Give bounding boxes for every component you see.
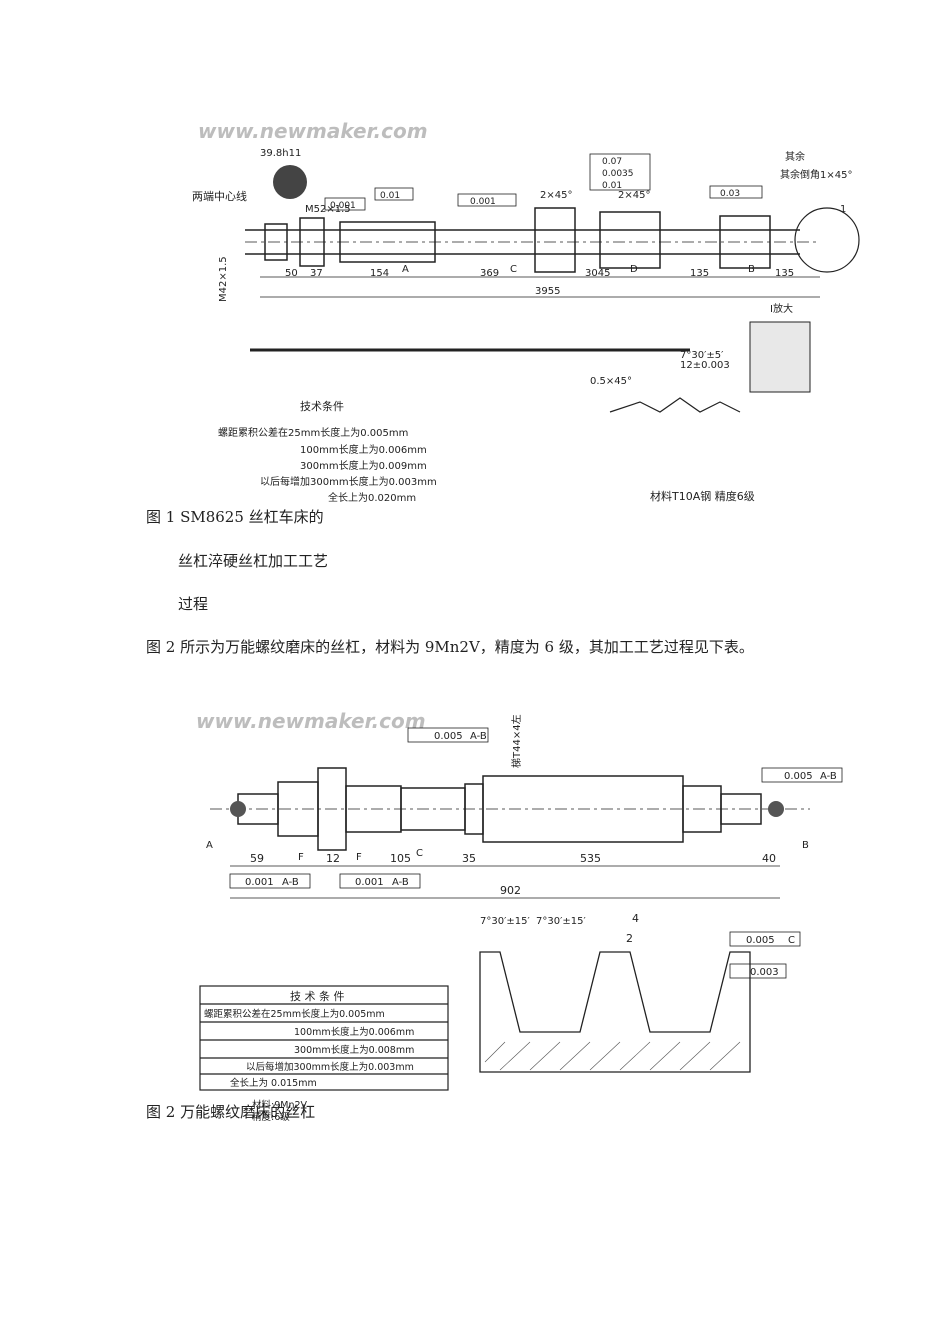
caption-2: 图 2 万能螺纹磨床的丝杠 — [146, 1103, 316, 1121]
notes-title: 技术条件 — [300, 399, 344, 413]
dim-2-535: 535 — [580, 852, 601, 865]
tol-5: 0.0035 — [602, 169, 634, 179]
caption-1-line-3: 过程 — [178, 595, 209, 613]
watermark-2: www.newmaker.com — [196, 709, 426, 733]
section-circle — [273, 165, 307, 199]
label-center-line: 两端中心线 — [192, 189, 247, 203]
intro-paragraph: 图 2 所示为万能螺纹磨床的丝杠，材料为 9Mn2V，精度为 6 级，其加工工艺… — [146, 638, 754, 656]
tol-box-2-ref: A-B — [820, 771, 837, 782]
notes2-row-2: 100mm长度上为0.006mm — [294, 1026, 414, 1038]
datum-2-c: C — [416, 848, 423, 859]
notes2-row-5: 全长上为 0.015mm — [230, 1077, 317, 1089]
detail-pitch: 4 — [632, 912, 639, 925]
notes-line-2: 100mm长度上为0.006mm — [300, 443, 427, 456]
figure-1-svg: www.newmaker.com 两端中心线 39.8h11 M52×1.5 M… — [192, 119, 860, 504]
datum-2-b: B — [802, 840, 809, 851]
shaft-2-outline — [210, 767, 810, 851]
dim-3955: 3955 — [535, 286, 560, 297]
notes-table — [199, 985, 449, 1091]
detail-circle — [794, 207, 860, 273]
figure-2-svg: www.newmaker.com 梯T44×4左 0.005 A-B 0.005 — [196, 709, 843, 1122]
datum-d: D — [630, 264, 638, 275]
detail-datum-c: C — [788, 935, 795, 946]
datum-2-a: A — [206, 840, 213, 851]
dim-2-40: 40 — [762, 852, 776, 865]
dim-50: 50 — [285, 268, 298, 279]
datum-c: C — [510, 264, 517, 275]
notes-line-3: 300mm长度上为0.009mm — [300, 459, 427, 472]
datum-2-f1: F — [298, 852, 304, 863]
label-m42: M42×1.5 — [218, 256, 229, 302]
datum-2-f2: F — [356, 852, 362, 863]
detail-title: I放大 — [770, 302, 793, 315]
label-m52: M52×1.5 — [305, 204, 351, 215]
material-label: 材料T10A钢 精度6级 — [650, 489, 755, 503]
label-remainder: 其余 — [785, 150, 805, 163]
datum-a: A — [402, 264, 409, 275]
label-chamfer-c: 0.5×45° — [590, 376, 632, 387]
dim-3045: 3045 — [585, 268, 610, 279]
dim-2-12: 12 — [326, 852, 340, 865]
watermark: www.newmaker.com — [198, 119, 428, 143]
tol-1: 0.001 — [330, 201, 356, 211]
dim-154: 154 — [370, 268, 389, 279]
material-2-line-1: 材料:9Mn2V — [252, 1099, 308, 1111]
label-39: 39.8h11 — [260, 148, 301, 159]
dim-369: 369 — [480, 268, 499, 279]
tol-box-1: 0.005 — [434, 731, 463, 742]
caption-1-line-2: 丝杠淬硬丝杠加工工艺 — [178, 552, 329, 570]
figure-1-drawing: www.newmaker.com 两端中心线 39.8h11 M52×1.5 M… — [190, 112, 860, 510]
tol-box-4-ref: A-B — [392, 877, 409, 888]
detail-width: 2 — [626, 932, 633, 945]
thread-label: 梯T44×4左 — [510, 714, 523, 768]
thread-detail — [479, 951, 751, 1073]
dim-135b: 135 — [775, 268, 794, 279]
label-chamfer-b: 2×45° — [618, 190, 650, 201]
tol-box-1-ref: A-B — [470, 731, 487, 742]
notes2-row-4: 以后每增加300mm长度上为0.003mm — [246, 1061, 414, 1073]
detail-angle-left: 7°30′±15′ — [480, 916, 530, 927]
datum-b: B — [748, 264, 755, 275]
tol-box-4: 0.001 — [355, 877, 384, 888]
detail-num: 1 — [840, 204, 846, 215]
detail-angle-right: 7°30′±15′ — [536, 916, 586, 927]
caption-1-line-1: 图 1 SM8625 丝杠车床的 — [146, 508, 324, 526]
detail-flat: 0.003 — [750, 967, 779, 978]
notes-line-4: 以后每增加300mm长度上为0.003mm — [260, 475, 437, 488]
tol-4: 0.07 — [602, 157, 622, 167]
dim-37: 37 — [310, 268, 323, 279]
notes2-title: 技 术 条 件 — [290, 989, 345, 1003]
tol-3: 0.001 — [470, 197, 496, 207]
notes-line-1: 螺距累积公差在25mm长度上为0.005mm — [218, 426, 408, 439]
dim-135a: 135 — [690, 268, 709, 279]
notes2-row-3: 300mm长度上为0.008mm — [294, 1044, 414, 1056]
tol-box-3-ref: A-B — [282, 877, 299, 888]
detail-runout: 0.005 — [746, 935, 775, 946]
tol-2: 0.01 — [380, 191, 400, 201]
material-2-line-2: 精度:6级 — [252, 1111, 290, 1122]
notes2-row-1: 螺距累积公差在25mm长度上为0.005mm — [204, 1008, 385, 1020]
dim-2-105: 105 — [390, 852, 411, 865]
dim-2-59: 59 — [250, 852, 264, 865]
figure-2-drawing: www.newmaker.com 梯T44×4左 0.005 A-B 0.005 — [190, 702, 850, 1122]
label-pitch: 12±0.003 — [680, 360, 730, 371]
tol-7: 0.03 — [720, 189, 740, 199]
label-other-chamfer: 其余倒角1×45° — [780, 168, 852, 181]
label-chamfer-a: 2×45° — [540, 190, 572, 201]
tol-box-3: 0.001 — [245, 877, 274, 888]
notes-line-5: 全长上为0.020mm — [328, 491, 416, 504]
dim-2-902: 902 — [500, 884, 521, 897]
tol-6: 0.01 — [602, 181, 622, 191]
label-angle: 7°30′±5′ — [680, 350, 724, 361]
shaft-outline — [245, 207, 820, 273]
dim-2-35: 35 — [462, 852, 476, 865]
tol-box-2: 0.005 — [784, 771, 813, 782]
